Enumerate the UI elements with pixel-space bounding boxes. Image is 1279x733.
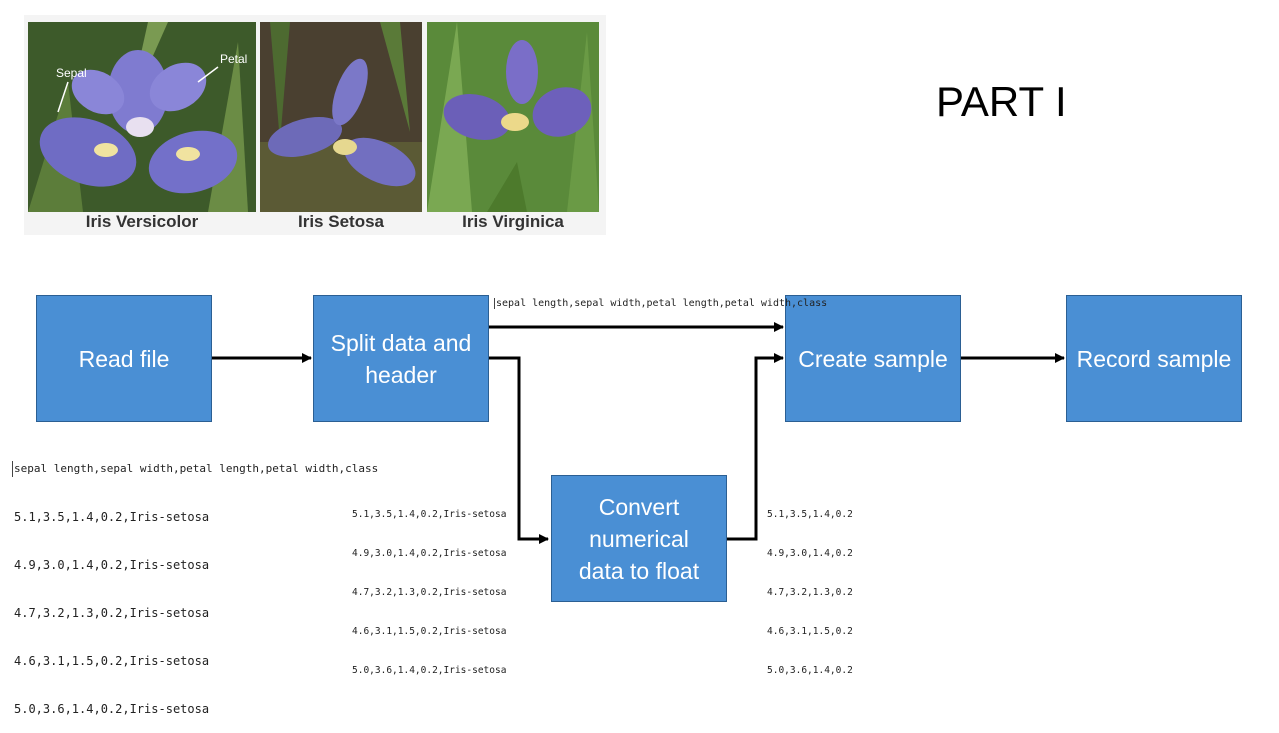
- flow-arrows: [211, 322, 1065, 544]
- caption-virginica: Iris Virginica: [462, 212, 564, 231]
- float-data-snippet: 5.1,3.5,1.4,0.2 4.9,3.0,1.4,0.2 4.7,3.2,…: [767, 482, 853, 690]
- iris-versicolor-photo: Sepal Petal: [28, 22, 256, 212]
- page-title: PART I: [936, 78, 1067, 125]
- float-data-row: 4.7,3.2,1.3,0.2: [767, 587, 853, 598]
- header-line-snippet: sepal length,sepal width,petal length,pe…: [494, 298, 828, 309]
- float-data-row: 5.1,3.5,1.4,0.2: [767, 509, 853, 520]
- caption-setosa: Iris Setosa: [298, 212, 384, 231]
- float-data-row: 4.6,3.1,1.5,0.2: [767, 626, 853, 637]
- record-sample-box: Record sample: [1066, 295, 1242, 422]
- arrow-split-to-convert: [489, 356, 549, 544]
- sepal-label: Sepal: [56, 66, 87, 80]
- raw-data-row: 4.9,3.0,1.4,0.2,Iris-setosa: [14, 558, 210, 572]
- petal-label: Petal: [220, 52, 248, 66]
- split-data-row: 5.1,3.5,1.4,0.2,Iris-setosa: [352, 509, 507, 520]
- raw-data-row: 4.6,3.1,1.5,0.2,Iris-setosa: [14, 654, 210, 668]
- raw-data-header: sepal length,sepal width,petal length,pe…: [12, 461, 379, 477]
- convert-float-box: Convert numerical data to float: [551, 475, 727, 602]
- raw-data-row: 5.1,3.5,1.4,0.2,Iris-setosa: [14, 510, 210, 524]
- read-file-box: Read file: [36, 295, 212, 422]
- iris-photo-strip: Sepal Petal Iris Versicolor Iris Setosa: [24, 15, 606, 235]
- float-data-row: 5.0,3.6,1.4,0.2: [767, 665, 853, 676]
- raw-data-row: 5.0,3.6,1.4,0.2,Iris-setosa: [14, 702, 210, 716]
- caption-versicolor: Iris Versicolor: [85, 212, 199, 231]
- raw-data-row: 4.7,3.2,1.3,0.2,Iris-setosa: [14, 606, 210, 620]
- iris-virginica-photo: [427, 22, 599, 212]
- raw-data-snippet: sepal length,sepal width,petal length,pe…: [12, 429, 378, 733]
- arrow-convert-to-create: [726, 353, 784, 541]
- split-data-snippet: 5.1,3.5,1.4,0.2,Iris-setosa 4.9,3.0,1.4,…: [352, 482, 506, 690]
- split-data-row: 4.7,3.2,1.3,0.2,Iris-setosa: [352, 587, 507, 598]
- split-data-row: 4.9,3.0,1.4,0.2,Iris-setosa: [352, 548, 507, 559]
- split-data-row: 5.0,3.6,1.4,0.2,Iris-setosa: [352, 665, 507, 676]
- create-sample-box: Create sample: [785, 295, 961, 422]
- split-data-box: Split data and header: [313, 295, 489, 422]
- float-data-row: 4.9,3.0,1.4,0.2: [767, 548, 853, 559]
- split-data-row: 4.6,3.1,1.5,0.2,Iris-setosa: [352, 626, 507, 637]
- iris-setosa-photo: [260, 22, 422, 212]
